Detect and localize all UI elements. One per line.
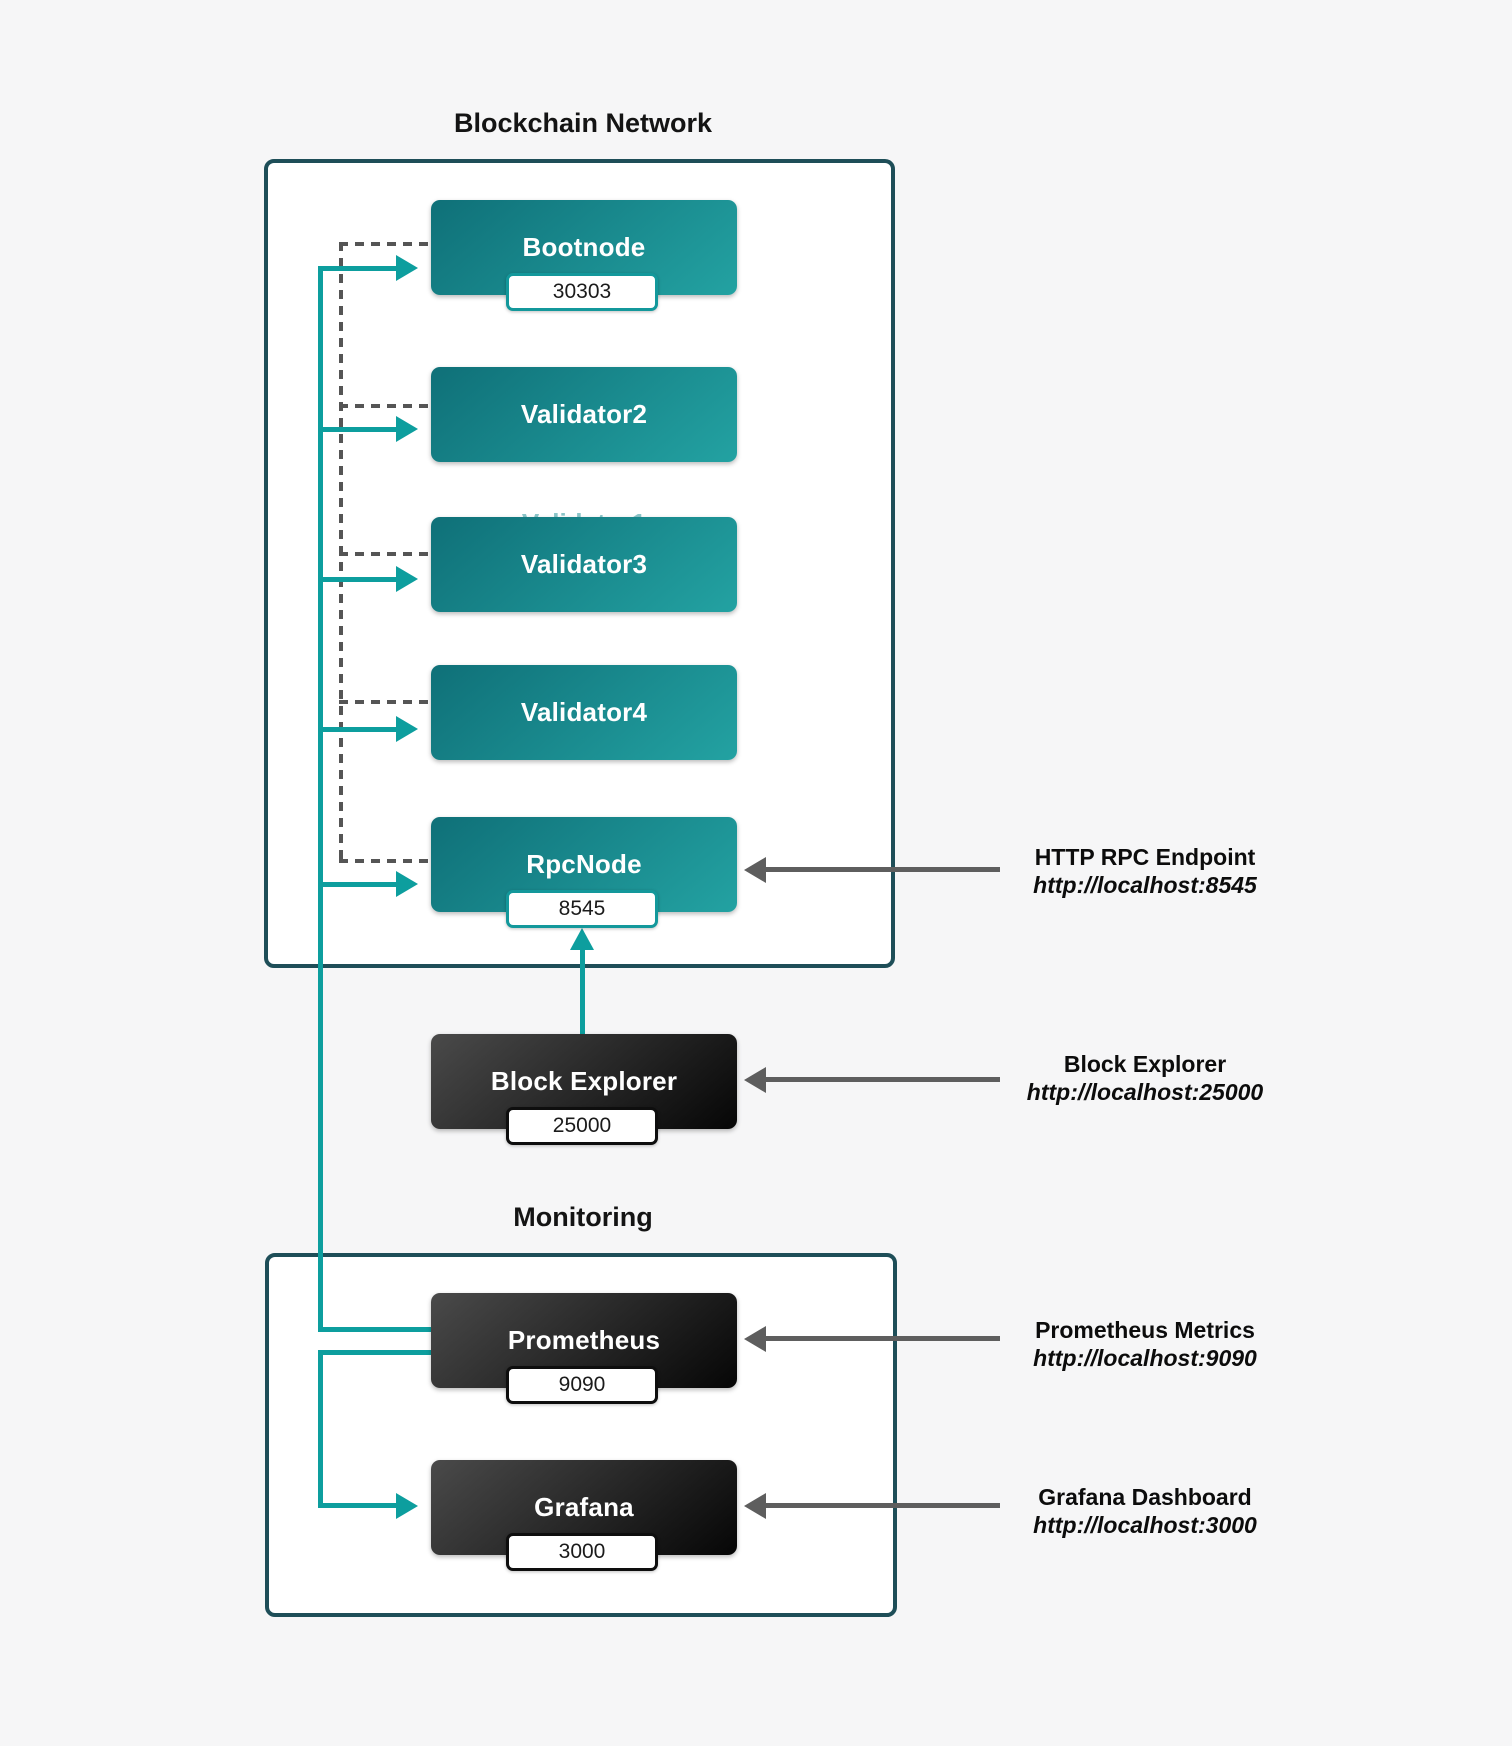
node-validator4-label: Validator4 <box>520 697 648 727</box>
monitoring-title: Monitoring <box>513 1202 653 1232</box>
teal-line-prometheus-out <box>318 1350 431 1355</box>
node-rpcnode-port-badge: 8545 <box>506 890 658 928</box>
dashed-stub-validator3 <box>339 552 431 556</box>
gray-arrow-rpc-shaft <box>766 867 1000 872</box>
gray-arrow-block-explorer-shaft <box>766 1077 1000 1082</box>
node-prometheus: Prometheus 9090 <box>431 1293 737 1404</box>
node-grafana-label: Grafana <box>534 1492 634 1522</box>
dashed-stub-rpcnode <box>339 859 431 863</box>
gray-arrowhead-grafana-icon <box>744 1493 766 1519</box>
annotation-prometheus-url: http://localhost:9090 <box>1033 1345 1257 1371</box>
node-block-explorer-port-badge: 25000 <box>506 1107 658 1145</box>
teal-arrowhead-validator3-icon <box>396 566 418 592</box>
annotation-http-rpc-url: http://localhost:8545 <box>1033 872 1257 898</box>
teal-arrowhead-up-icon <box>570 928 594 950</box>
teal-arrow-grafana-shaft <box>318 1503 396 1508</box>
annotation-http-rpc: HTTP RPC Endpoint http://localhost:8545 <box>980 843 1310 899</box>
node-validator2: Validator2 <box>431 367 737 462</box>
teal-line-into-prometheus <box>318 1327 431 1332</box>
teal-line-prometheus-grafana-vertical <box>318 1350 323 1508</box>
annotation-block-explorer-url: http://localhost:25000 <box>1026 1079 1264 1105</box>
node-validator3-label: Validator3 <box>520 549 648 579</box>
dashed-stub-validator2 <box>339 404 431 408</box>
teal-arrowhead-bootnode-icon <box>396 255 418 281</box>
blockchain-network-title: Blockchain Network <box>453 108 713 138</box>
node-validator2-label: Validator2 <box>520 399 648 429</box>
node-block-explorer: Block Explorer 25000 <box>431 1034 737 1145</box>
dashed-stub-validator4 <box>339 700 431 704</box>
annotation-grafana: Grafana Dashboard http://localhost:3000 <box>980 1483 1310 1539</box>
gray-arrow-prometheus-shaft <box>766 1336 1000 1341</box>
teal-arrowhead-grafana-icon <box>396 1493 418 1519</box>
node-bootnode: Bootnode 30303 <box>431 200 737 311</box>
node-rpcnode: RpcNode 8545 <box>431 817 737 928</box>
annotation-prometheus-title: Prometheus Metrics <box>1035 1317 1255 1343</box>
node-prometheus-port-badge: 9090 <box>506 1366 658 1404</box>
node-block-explorer-label: Block Explorer <box>490 1066 678 1096</box>
node-bootnode-port-badge: 30303 <box>506 273 658 311</box>
annotation-prometheus: Prometheus Metrics http://localhost:9090 <box>980 1316 1310 1372</box>
gray-arrowhead-prometheus-icon <box>744 1326 766 1352</box>
node-validator4: Validator4 <box>431 665 737 760</box>
teal-arrowhead-validator4-icon <box>396 716 418 742</box>
annotation-block-explorer-title: Block Explorer <box>1063 1051 1227 1077</box>
node-validator3: Validator3 <box>431 517 737 612</box>
teal-arrowhead-validator2-icon <box>396 416 418 442</box>
annotation-grafana-url: http://localhost:3000 <box>1033 1512 1257 1538</box>
teal-trunk-line <box>318 266 323 1329</box>
annotation-grafana-title: Grafana Dashboard <box>1038 1484 1252 1510</box>
gray-arrow-grafana-shaft <box>766 1503 1000 1508</box>
teal-arrow-bootnode-shaft <box>318 266 396 271</box>
node-rpcnode-label: RpcNode <box>526 849 642 879</box>
teal-arrow-validator3-shaft <box>318 577 396 582</box>
node-grafana-port-badge: 3000 <box>506 1533 658 1571</box>
gray-arrowhead-rpc-icon <box>744 857 766 883</box>
node-bootnode-label: Bootnode <box>522 232 646 262</box>
teal-arrowhead-rpcnode-icon <box>396 871 418 897</box>
hidden-validator1-label: Validator1 <box>431 510 737 518</box>
node-grafana: Grafana 3000 <box>431 1460 737 1571</box>
gray-arrowhead-block-explorer-icon <box>744 1067 766 1093</box>
annotation-http-rpc-title: HTTP RPC Endpoint <box>1034 844 1256 870</box>
node-prometheus-label: Prometheus <box>507 1325 661 1355</box>
teal-arrow-rpcnode-shaft <box>318 882 396 887</box>
dashed-stub-bootnode <box>339 242 431 246</box>
teal-arrow-validator2-shaft <box>318 427 396 432</box>
teal-arrow-up-shaft <box>580 948 585 1034</box>
teal-arrow-validator4-shaft <box>318 727 396 732</box>
annotation-block-explorer: Block Explorer http://localhost:25000 <box>980 1050 1310 1106</box>
